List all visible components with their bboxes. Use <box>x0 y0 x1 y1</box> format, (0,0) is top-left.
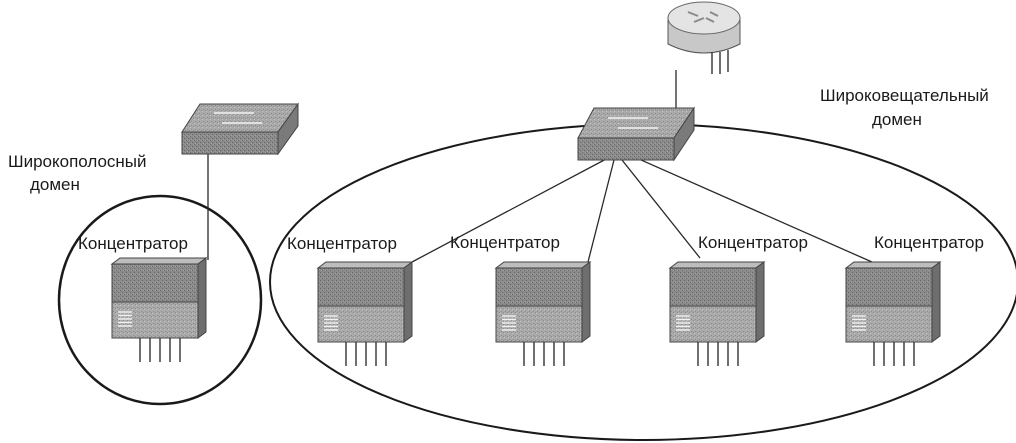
hub-icon <box>670 262 764 366</box>
hub-label: Концентратор <box>698 233 808 252</box>
hub-icon <box>496 262 590 366</box>
link-switch-hub-4 <box>622 160 700 258</box>
broadband-domain-label-line1: Широкополосный <box>8 152 147 171</box>
broadcast-domain-label-line2: домен <box>872 110 922 129</box>
hub-label: Концентратор <box>450 233 560 252</box>
broadcast-domain-label-line1: Широковещательный <box>820 86 989 105</box>
switch-icon <box>182 104 298 154</box>
hub-icon <box>846 262 940 366</box>
hub-label: Концентратор <box>287 234 397 253</box>
link-switch-hub-3 <box>588 160 614 262</box>
switch-icon <box>578 108 694 160</box>
broadband-domain-label-line2: домен <box>30 175 80 194</box>
hubs: Концентратор Концентратор Концентратор Конц… <box>78 233 984 366</box>
hub-label: Концентратор <box>874 233 984 252</box>
hub-label: Концентратор <box>78 234 188 253</box>
hub-icon <box>112 258 206 362</box>
router-icon <box>668 2 740 74</box>
hub-icon <box>318 262 412 366</box>
